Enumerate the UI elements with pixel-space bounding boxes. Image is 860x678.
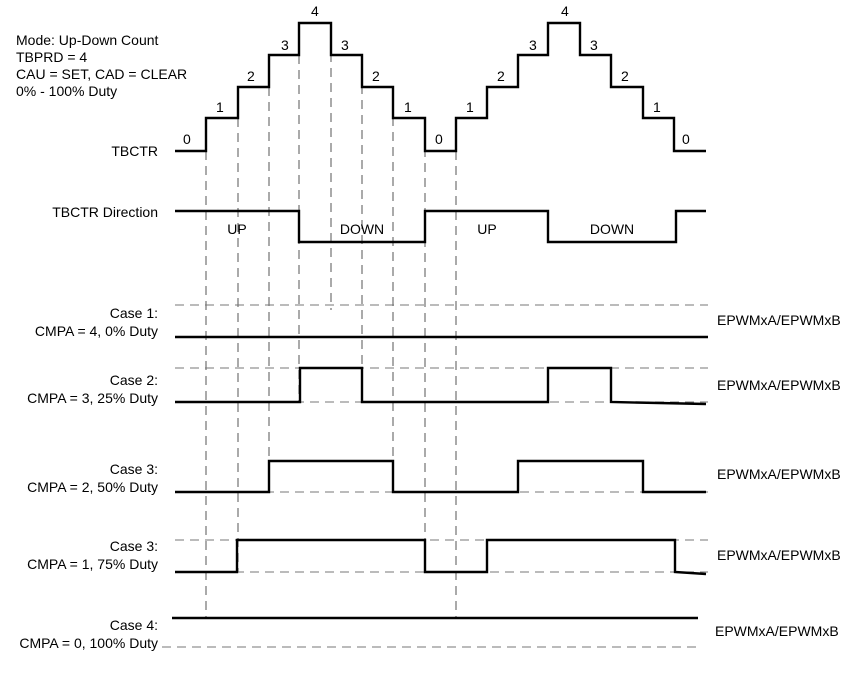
tbctr-value: 0 (682, 131, 690, 147)
direction-waveform (175, 209, 706, 244)
tbctr-trace: TBCTR 0 1 2 3 4 3 2 1 0 1 2 3 4 3 2 1 0 (111, 3, 706, 159)
direction-phase-label: DOWN (340, 221, 384, 237)
tbctr-value: 2 (247, 68, 255, 84)
tbctr-value: 1 (653, 99, 661, 115)
tbctr-staircase (175, 21, 706, 153)
case-output-label: EPWMxA/EPWMxB (717, 312, 841, 328)
tbctr-value: 1 (466, 99, 474, 115)
case-3a-trace: Case 3: CMPA = 2, 50% Duty EPWMxA/EPWMxB (27, 459, 841, 495)
tbctr-value: 4 (311, 3, 319, 19)
case-detail: CMPA = 1, 75% Duty (27, 556, 158, 572)
case-output-label: EPWMxA/EPWMxB (715, 623, 839, 639)
mode-notes: Mode: Up-Down Count TBPRD = 4 CAU = SET,… (16, 32, 187, 99)
case-output-label: EPWMxA/EPWMxB (717, 377, 841, 393)
tbctr-value: 3 (590, 37, 598, 53)
mode-note-line: 0% - 100% Duty (16, 83, 117, 99)
case-title: Case 3: (110, 538, 158, 554)
case-2-trace: Case 2: CMPA = 3, 25% Duty EPWMxA/EPWMxB (27, 366, 841, 406)
case-3a-waveform (175, 459, 706, 494)
tbctr-value: 0 (183, 131, 191, 147)
case-output-label: EPWMxA/EPWMxB (717, 466, 841, 482)
case-detail: CMPA = 0, 100% Duty (19, 635, 158, 651)
case-detail: CMPA = 2, 50% Duty (27, 479, 158, 495)
case-4-trace: Case 4: CMPA = 0, 100% Duty EPWMxA/EPWMx… (19, 616, 839, 651)
case-detail: CMPA = 4, 0% Duty (35, 323, 158, 339)
tbctr-label: TBCTR (111, 143, 158, 159)
guide-lines (205, 23, 457, 618)
case-title: Case 1: (110, 305, 158, 321)
tbctr-value: 2 (621, 68, 629, 84)
case-title: Case 4: (110, 617, 158, 633)
case-title: Case 2: (110, 372, 158, 388)
tbctr-value: 1 (216, 99, 224, 115)
direction-phase-label: UP (477, 221, 496, 237)
tbctr-value: 3 (341, 37, 349, 53)
direction-label: TBCTR Direction (52, 204, 158, 220)
mode-note-line: Mode: Up-Down Count (16, 32, 159, 48)
case-title: Case 3: (110, 461, 158, 477)
case-3b-trace: Case 3: CMPA = 1, 75% Duty EPWMxA/EPWMxB (27, 538, 841, 576)
direction-phase-label: UP (227, 221, 246, 237)
case-1-trace: Case 1: CMPA = 4, 0% Duty EPWMxA/EPWMxB (35, 304, 841, 339)
mode-note-line: CAU = SET, CAD = CLEAR (16, 66, 187, 82)
tbctr-value: 1 (404, 99, 412, 115)
tbctr-value: 3 (529, 37, 537, 53)
tbctr-value: 4 (561, 3, 569, 19)
tbctr-value: 0 (435, 131, 443, 147)
case-detail: CMPA = 3, 25% Duty (27, 390, 158, 406)
tbctr-value: 3 (281, 37, 289, 53)
case-3b-waveform (175, 538, 707, 576)
tbctr-value: 2 (497, 68, 505, 84)
case-2-waveform (175, 366, 707, 406)
direction-trace: TBCTR Direction UP DOWN UP DOWN (52, 204, 706, 244)
tbctr-value: 2 (372, 68, 380, 84)
direction-phase-label: DOWN (590, 221, 634, 237)
case-output-label: EPWMxA/EPWMxB (717, 547, 841, 563)
mode-note-line: TBPRD = 4 (16, 49, 87, 65)
